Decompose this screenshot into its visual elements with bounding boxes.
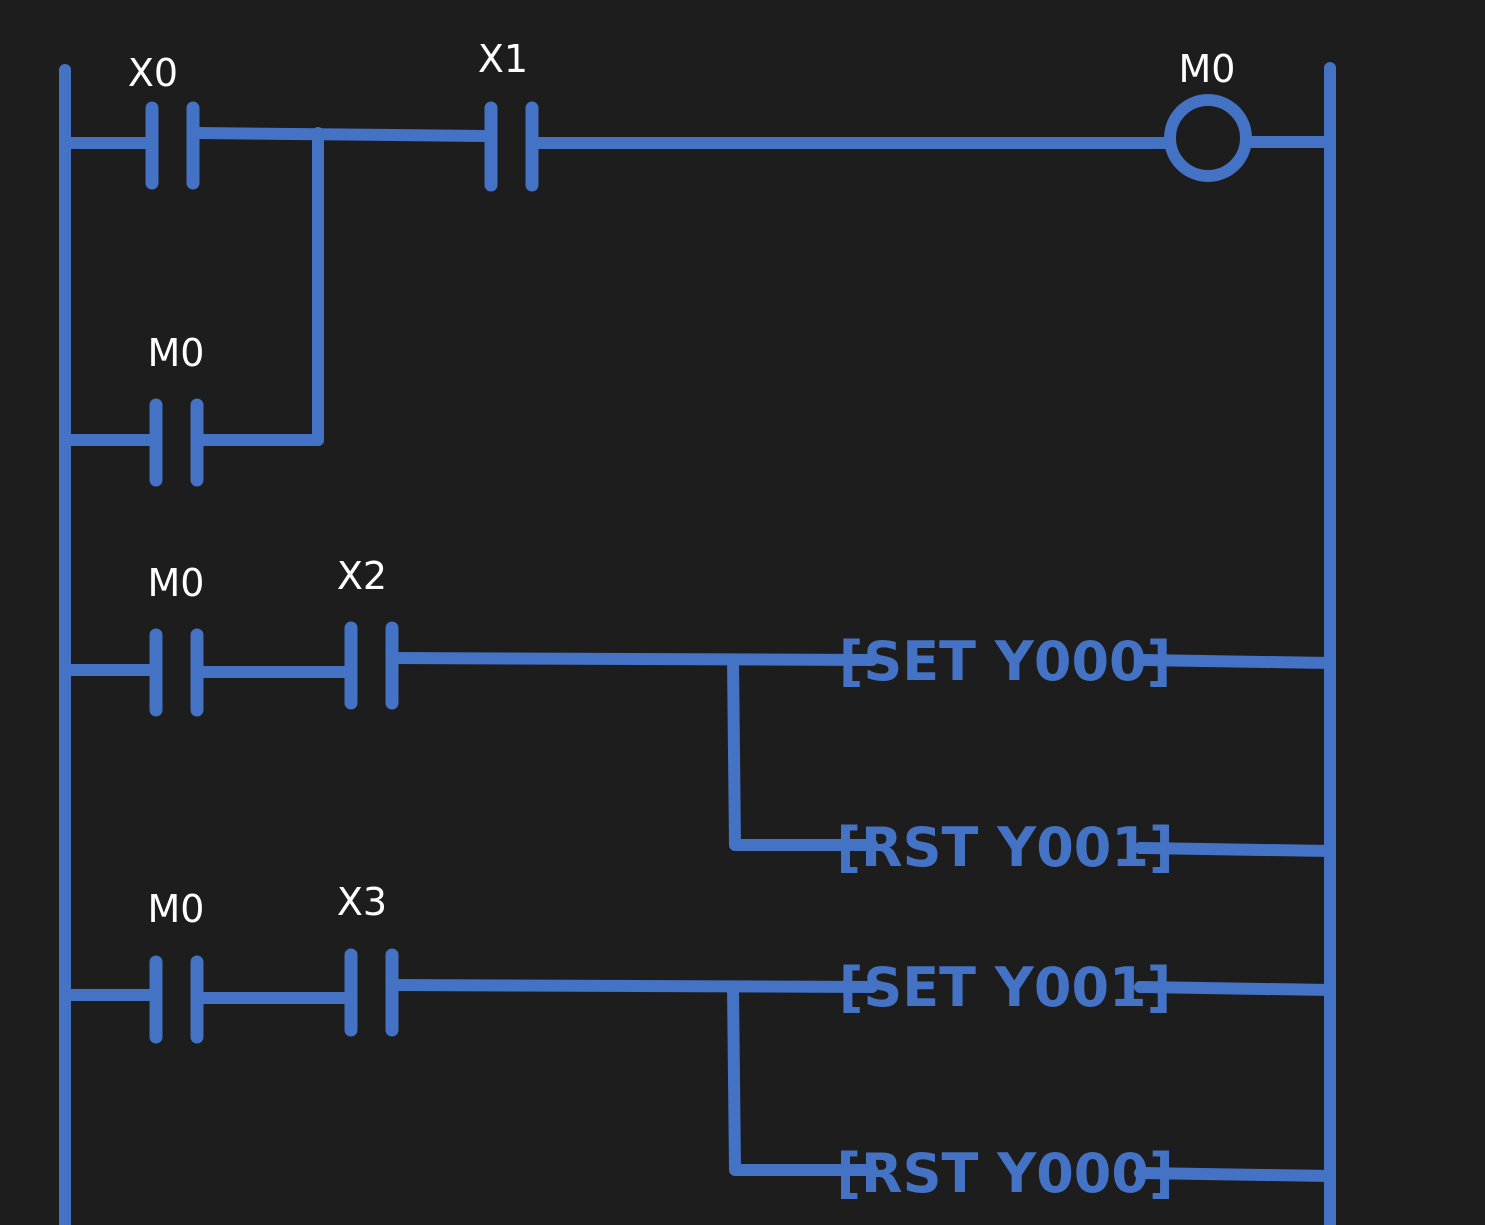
output-set-y000: [SET Y000] <box>839 630 1172 693</box>
wire <box>1134 1167 1336 1182</box>
contact-label-x3: X3 <box>337 880 387 924</box>
contact-x3 <box>344 948 399 1037</box>
wire <box>389 652 878 666</box>
wire <box>1134 842 1336 857</box>
wire <box>190 127 491 142</box>
contact-label-x0: X0 <box>128 51 178 95</box>
branch-wire <box>727 981 878 1176</box>
contact-label-x1: X1 <box>478 37 528 81</box>
wire <box>389 979 878 993</box>
branch-wire <box>727 654 878 851</box>
contact-x1 <box>484 101 539 192</box>
contact-m0-seal <box>149 398 204 487</box>
contact-x2 <box>344 621 399 710</box>
contact-label-m0: M0 <box>148 561 205 605</box>
contact-m0 <box>149 628 204 717</box>
coil-label-m0: M0 <box>1179 47 1236 91</box>
output-rst-y000: [RST Y000] <box>836 1142 1173 1205</box>
contact-x0 <box>145 101 200 190</box>
contact-label-m0: M0 <box>148 887 205 931</box>
contact-label-m0: M0 <box>148 331 205 375</box>
wire <box>1134 981 1336 996</box>
rung-3: M0 X3 [SET Y001] [RST Y000] <box>59 880 1336 1205</box>
wire <box>1134 654 1336 669</box>
output-set-y001: [SET Y001] <box>839 956 1172 1019</box>
rung-2: M0 X2 [SET Y000] [RST Y001] <box>59 554 1336 879</box>
rung-1: X0 X1 M0 M0 <box>59 37 1336 487</box>
contact-label-x2: X2 <box>337 554 387 598</box>
coil-m0 <box>1164 94 1252 182</box>
output-rst-y001: [RST Y001] <box>836 816 1173 879</box>
contact-m0 <box>149 955 204 1044</box>
